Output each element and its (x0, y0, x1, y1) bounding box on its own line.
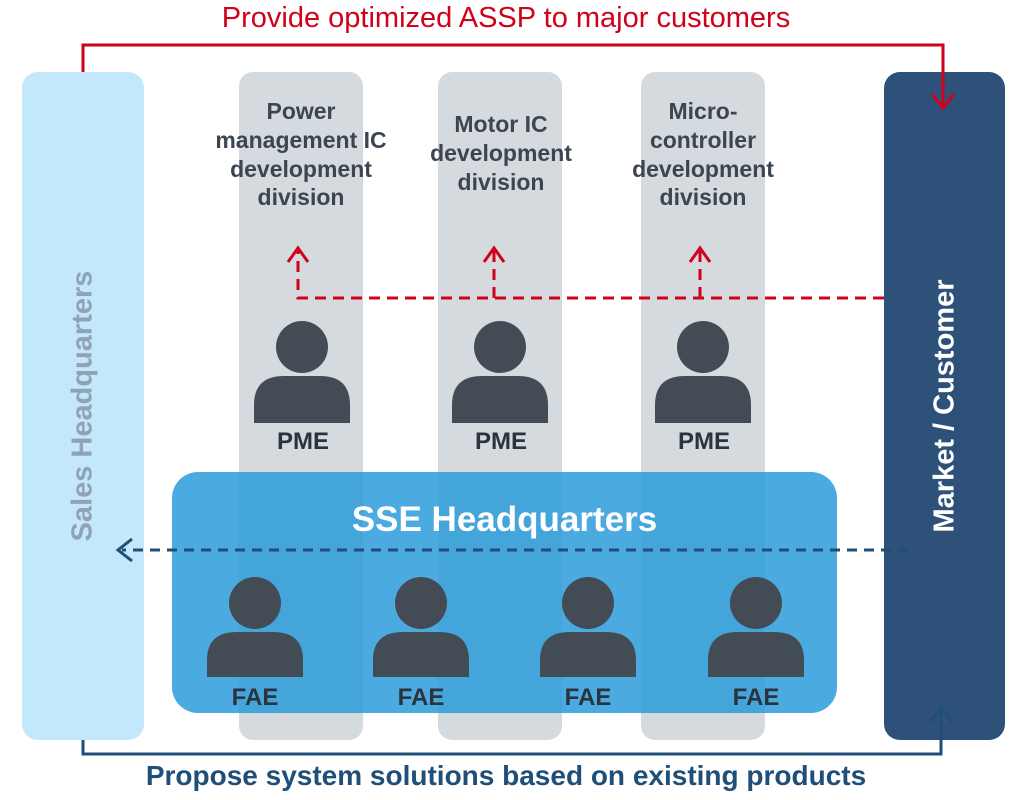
market-to-division-flow (296, 250, 884, 300)
fae-label: FAE (732, 684, 780, 711)
person-icon (254, 321, 350, 423)
person-icon (452, 321, 548, 423)
sse-to-sales-flow (115, 537, 908, 563)
arrow-head-icon (928, 705, 954, 723)
top-flow-arrow (81, 43, 956, 111)
person-icon (655, 321, 751, 423)
person-icon (708, 577, 804, 677)
fae-label: FAE (231, 684, 279, 711)
market-customer-box: Market / Customer (884, 72, 1005, 740)
pme-label: PME (276, 428, 329, 455)
arrow-head-icon (115, 537, 133, 563)
arrow-head-icon (482, 245, 506, 263)
fae-label: FAE (397, 684, 445, 711)
arrow-head-icon (286, 245, 310, 263)
person-icon (373, 577, 469, 677)
sales-headquarters-box: Sales Headquarters (22, 72, 144, 740)
arrow-head-icon (688, 245, 712, 263)
person-icon (540, 577, 636, 677)
person-icon (207, 577, 303, 677)
bottom-caption: Propose system solutions based on existi… (145, 760, 867, 791)
top-caption: Provide optimized ASSP to major customer… (221, 2, 791, 34)
arrow-head-icon (930, 93, 956, 111)
bottom-flow-arrow (81, 705, 954, 756)
sse-headquarters-title: SSE Headquarters (351, 500, 658, 539)
pme-label: PME (677, 428, 730, 455)
pme-label: PME (474, 428, 527, 455)
fae-label: FAE (564, 684, 612, 711)
